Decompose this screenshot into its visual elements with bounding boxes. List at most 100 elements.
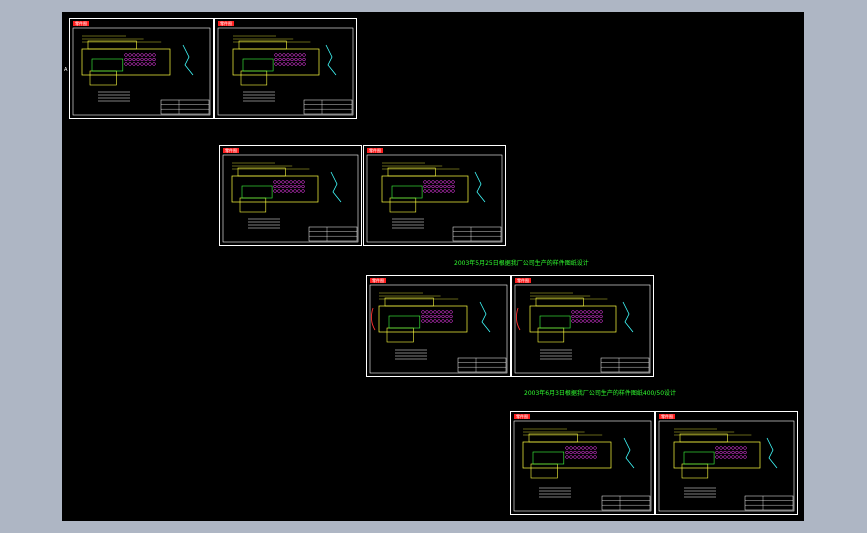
hole <box>735 455 739 459</box>
hole <box>735 450 739 455</box>
hole <box>435 180 439 184</box>
hole <box>437 310 441 314</box>
hole <box>743 446 747 450</box>
hole <box>273 180 277 184</box>
hole <box>445 310 449 314</box>
hole <box>437 314 441 319</box>
hole <box>294 62 298 66</box>
sheet-tag: 零件图 <box>218 21 234 26</box>
hole <box>140 62 144 66</box>
side-profile <box>766 437 778 469</box>
hole <box>723 446 727 450</box>
hole <box>427 184 431 189</box>
sheet-tag: 零件图 <box>367 148 383 153</box>
hole <box>595 314 599 319</box>
hole <box>128 53 132 57</box>
hole <box>573 450 577 455</box>
sheet-tag: 零件图 <box>659 414 675 419</box>
hole <box>591 319 595 323</box>
hole <box>439 189 443 193</box>
hole <box>282 62 286 66</box>
hole <box>281 189 285 193</box>
hole <box>278 57 282 62</box>
drawing-sheet-4[interactable]: 零件图 <box>363 145 506 246</box>
hole <box>719 455 723 459</box>
hole <box>739 450 743 455</box>
inner-frame <box>514 284 651 374</box>
part-boss <box>387 167 436 177</box>
hole <box>277 189 281 193</box>
hole <box>297 189 301 193</box>
drawing-sheet-2[interactable]: 零件图 <box>214 18 357 119</box>
hole <box>435 184 439 189</box>
inner-frame <box>217 27 354 116</box>
cad-model-space[interactable]: 零件图 A 零件图 零件图 零件图 2003年5月25日根据我厂公司生产的样件图… <box>62 12 804 521</box>
hole <box>731 450 735 455</box>
hole <box>719 450 723 455</box>
hole <box>290 57 294 62</box>
hole <box>274 57 278 62</box>
sheet-graphics <box>514 284 651 374</box>
drawing-sheet-7[interactable]: 零件图 <box>510 411 655 515</box>
hole <box>577 455 581 459</box>
hole <box>429 310 433 314</box>
part-foot <box>240 70 268 86</box>
hole <box>278 62 282 66</box>
hole <box>599 314 603 319</box>
part-boss <box>528 433 578 443</box>
drawing-sheet-1[interactable]: 零件图 A <box>64 18 214 119</box>
hole <box>294 57 298 62</box>
hole <box>128 62 132 66</box>
hole <box>297 180 301 184</box>
hole <box>565 455 569 459</box>
sheet-graphics <box>222 154 359 243</box>
hole <box>599 310 603 314</box>
hole <box>152 62 156 66</box>
hole <box>148 53 152 57</box>
hole <box>449 314 453 319</box>
hole <box>148 62 152 66</box>
hole <box>443 184 447 189</box>
hole <box>427 189 431 193</box>
hole <box>290 53 294 57</box>
sheet-tag: 零件图 <box>73 21 89 26</box>
hole <box>583 314 587 319</box>
hole <box>569 446 573 450</box>
hole <box>128 57 132 62</box>
title-block <box>601 495 651 511</box>
hole <box>425 310 429 314</box>
hole <box>293 180 297 184</box>
hole <box>731 446 735 450</box>
side-profile <box>479 301 491 333</box>
hole <box>577 450 581 455</box>
drawing-sheet-8[interactable]: 零件图 <box>655 411 798 515</box>
hole <box>132 53 136 57</box>
hole <box>298 62 302 66</box>
hole <box>290 62 294 66</box>
hole <box>273 184 277 189</box>
hole <box>435 189 439 193</box>
side-profile <box>623 437 635 469</box>
drawing-sheet-3[interactable]: 零件图 <box>219 145 362 246</box>
caption-row3: 2003年5月25日根据我厂公司生产的样件图纸设计 <box>454 260 589 267</box>
hole <box>575 310 579 314</box>
drawing-sheet-5[interactable]: 零件图 <box>366 275 511 377</box>
sheet-side-mark: A <box>64 67 68 73</box>
hole <box>589 446 593 450</box>
part-foot <box>681 463 709 479</box>
part-foot <box>530 463 558 479</box>
hole <box>593 450 597 455</box>
sheet-graphics <box>658 420 795 512</box>
hole <box>565 446 569 450</box>
part-boss <box>87 40 137 50</box>
body-block <box>91 58 124 72</box>
hole <box>274 62 278 66</box>
hole <box>723 450 727 455</box>
hole <box>132 62 136 66</box>
hole <box>443 180 447 184</box>
hole <box>441 314 445 319</box>
hole <box>719 446 723 450</box>
drawing-sheet-6[interactable]: 零件图 <box>511 275 654 377</box>
part-boss <box>535 297 584 307</box>
hole <box>152 57 156 62</box>
